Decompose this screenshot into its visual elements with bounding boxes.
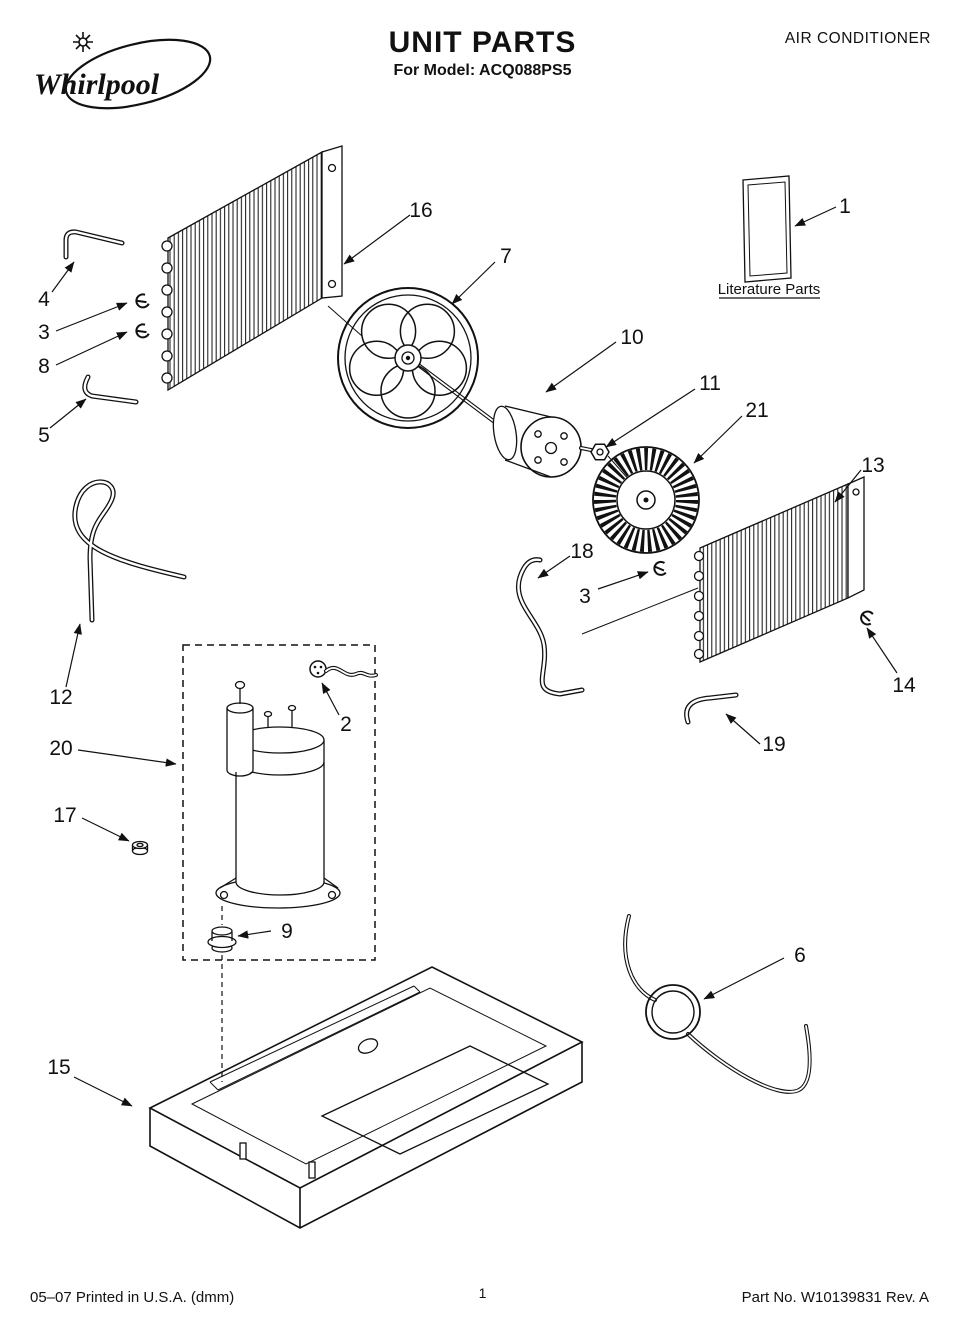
callout-9: 9	[281, 920, 293, 943]
drain-coil-6	[623, 914, 812, 1094]
callout-17: 17	[53, 804, 76, 827]
callout-13: 13	[861, 454, 884, 477]
assembly-line	[581, 587, 699, 635]
model-subtitle: For Model: ACQ088PS5	[393, 62, 572, 79]
callout-4: 4	[38, 288, 50, 311]
callout-16: 16	[409, 199, 432, 222]
clip-14	[858, 608, 876, 627]
terminal-part-2	[309, 660, 378, 678]
tube-19	[684, 692, 739, 725]
callout-5: 5	[38, 424, 50, 447]
page-title: UNIT PARTS	[388, 26, 577, 59]
callout-3a: 3	[38, 321, 50, 344]
callout-10: 10	[620, 326, 643, 349]
callout-15: 15	[47, 1056, 70, 1079]
condenser-return-bends	[161, 240, 173, 384]
callout-3b: 3	[579, 585, 591, 608]
clip-3a	[133, 292, 151, 310]
pan-bolt	[239, 1142, 247, 1160]
callout-11: 11	[699, 372, 721, 395]
grommet-17	[131, 840, 149, 856]
category-label: AIR CONDITIONER	[784, 30, 931, 47]
callout-numbers: 1 2 3 3 4 5 6 7 8 9 10 11 12 13 14 15 16…	[38, 195, 916, 1079]
base-pan	[148, 966, 584, 1229]
compressor	[215, 680, 341, 909]
footer-print-info: 05–07 Printed in U.S.A. (dmm)	[30, 1289, 235, 1306]
fan-motor	[492, 405, 598, 478]
callout-20: 20	[49, 737, 72, 760]
motor-nut	[590, 443, 610, 461]
footer-page-number: 1	[478, 1285, 487, 1301]
callout-1: 1	[839, 195, 851, 218]
brand-name: Whirlpool	[34, 68, 160, 101]
leader-lines	[49, 206, 898, 1107]
logo-swoosh	[64, 38, 212, 110]
logo-art: Whirlpool	[34, 32, 212, 110]
whirlpool-logo: Whirlpool	[26, 18, 216, 122]
blower-wheel	[592, 446, 700, 554]
callout-18: 18	[570, 540, 593, 563]
callout-6: 6	[794, 944, 806, 967]
tube-12	[72, 479, 187, 623]
grommet-9	[207, 926, 237, 953]
compressor-accumulator	[226, 680, 254, 777]
tube-5	[82, 374, 139, 405]
footer-part-number: Part No. W10139831 Rev. A	[741, 1289, 929, 1306]
callout-14: 14	[892, 674, 916, 697]
clip-8	[133, 322, 151, 340]
evaporator-coil	[693, 476, 865, 663]
callout-8: 8	[38, 355, 50, 378]
callout-12: 12	[49, 686, 72, 709]
logo-starburst-icon	[73, 32, 93, 52]
callout-2: 2	[340, 713, 352, 736]
evaporator-return-bends	[693, 550, 705, 660]
pan-bolt	[308, 1161, 316, 1179]
callout-19: 19	[762, 733, 785, 756]
literature-booklet: Literature Parts	[718, 175, 821, 299]
clip-3b	[653, 560, 667, 576]
tube-4	[63, 229, 125, 260]
compressor-boundary-box	[182, 644, 376, 961]
callout-7: 7	[500, 245, 512, 268]
tube-18	[515, 557, 585, 697]
callout-21: 21	[745, 399, 768, 422]
fan-blade	[337, 287, 479, 429]
condenser-coil	[161, 145, 363, 392]
literature-parts-label: Literature Parts	[718, 281, 821, 298]
